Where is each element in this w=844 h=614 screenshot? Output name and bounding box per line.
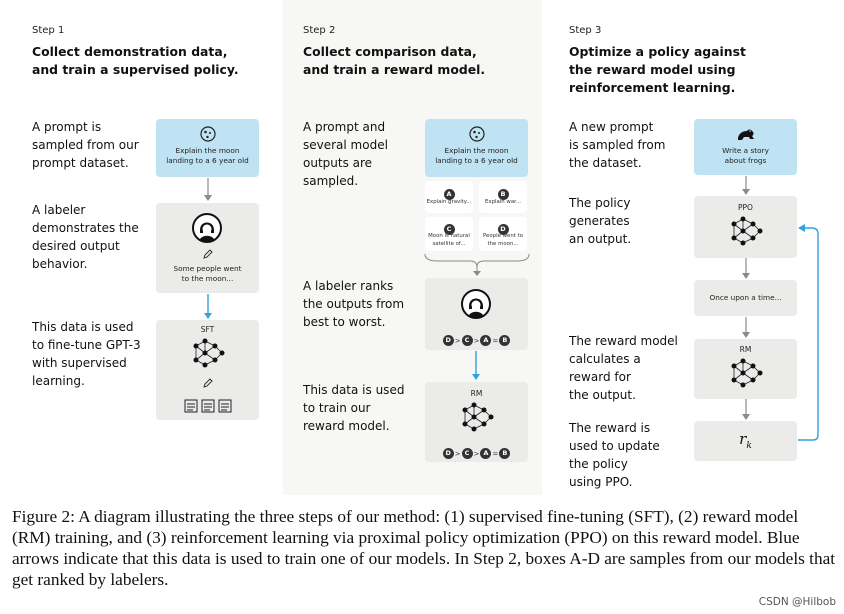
grey-arrow-down — [742, 317, 750, 338]
labeler-avatar-icon — [192, 213, 222, 243]
grey-arrow-down — [204, 178, 212, 201]
grey-arrow-down — [742, 258, 750, 279]
figure-caption: Figure 2: A diagram illustrating the thr… — [12, 507, 836, 589]
blue-feedback-arrow — [798, 224, 819, 441]
blue-arrow-down — [472, 351, 480, 380]
brace-connector — [424, 253, 530, 276]
step2-label: Step 2 — [303, 25, 336, 36]
neural-network-icon — [462, 402, 494, 432]
step2-title: Collect comparison data,and train a rewa… — [303, 44, 486, 77]
output-text: Once upon a time... — [709, 293, 782, 302]
frog-icon — [738, 129, 754, 140]
neural-network-icon — [193, 338, 225, 368]
moon-icon — [469, 126, 485, 142]
step3-output-box: Once upon a time... — [694, 280, 797, 316]
step2-rank-box: D>C>A=B — [425, 278, 528, 350]
watermark: CSDN @Hilbob — [758, 596, 836, 608]
output-box-a: A Explain gravity... — [425, 181, 473, 213]
output-box-b: B Explain war... — [479, 181, 527, 213]
grey-arrow-down — [742, 176, 750, 195]
documents-icon — [184, 399, 232, 413]
labeler-avatar-icon — [461, 289, 491, 319]
step1-label: Step 1 — [32, 25, 65, 36]
step3-label: Step 3 — [569, 25, 602, 36]
step3-policy-box: PPO — [694, 196, 797, 258]
sft-label: SFT — [200, 325, 215, 334]
moon-icon — [200, 126, 216, 142]
pencil-icon — [203, 378, 213, 388]
rm-label: RM — [739, 345, 752, 354]
grey-arrow-down — [742, 399, 750, 420]
step2-rm-box: RM D>C>A=B — [425, 382, 528, 462]
neural-network-icon — [731, 358, 763, 388]
step1-title: Collect demonstration data,and train a s… — [32, 44, 239, 77]
step3-rm-box: RM — [694, 339, 797, 399]
rm-label: RM — [470, 389, 483, 398]
ranking-display: D>C>A=B — [425, 443, 528, 462]
ranking-display: D>C>A=B — [425, 330, 528, 349]
reward-symbol: rk — [739, 430, 752, 451]
ppo-label: PPO — [738, 203, 753, 212]
pencil-icon — [203, 249, 213, 259]
step1-sft-box: SFT — [156, 320, 259, 420]
step3-reward-box: rk — [694, 421, 797, 461]
neural-network-icon — [731, 216, 763, 246]
blue-arrow-down — [204, 294, 212, 319]
